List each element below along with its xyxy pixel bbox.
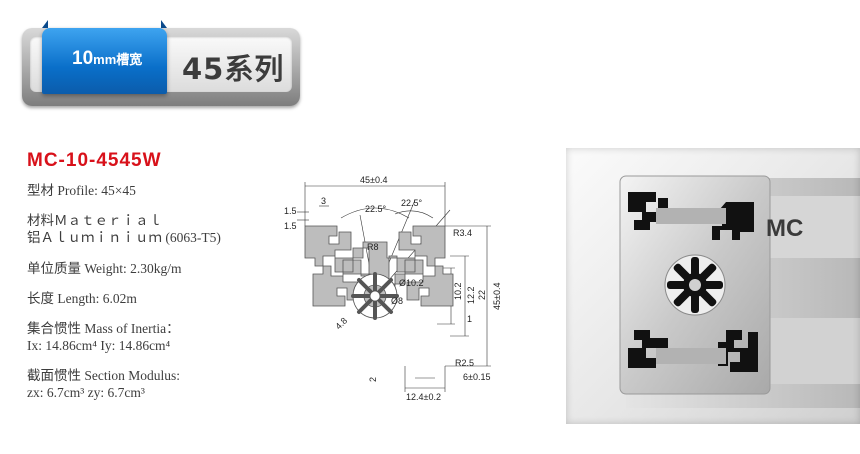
dim-12-2: 12.2 [466, 286, 476, 304]
profile-cross-section-drawing: 45±0.4 1.5 1.5 3 22.5° 22.5° R3.4 R8 Ø10… [284, 175, 502, 402]
aluminium-profile-illustration: MC [619, 175, 860, 408]
dim-angle-b: 22.5° [401, 198, 423, 208]
spec-aluminium: 铝Ａｌｕｍｉｎｉｕｍ (6063-T5) [27, 230, 221, 245]
dim-phi10-2: Ø10.2 [399, 278, 424, 288]
dim-12-4: 12.4±0.2 [406, 392, 441, 402]
slot-width-value: 10 [72, 48, 94, 69]
model-number: MC-10-4545W [27, 150, 162, 171]
dim-1: 1 [467, 314, 472, 324]
spec-length: 长度 Length: 6.02m [27, 291, 137, 306]
dim-phi8: Ø8 [391, 296, 403, 306]
slot-width-tab: 10mm槽宽 [42, 28, 167, 94]
spec-inertia-values: Ix: 14.86cm⁴ Iy: 14.86cm⁴ [27, 338, 171, 353]
spec-material: 材料Ｍａｔｅｒｉａｌ [27, 213, 162, 228]
tab-fold-right [161, 20, 167, 28]
brand-mark: MC [766, 215, 803, 242]
spec-modulus-label: 截面惯性 Section Modulus: [27, 368, 181, 383]
dim-r8: R8 [367, 242, 379, 252]
photo-frame [566, 148, 860, 424]
dim-1-5-bottom: 1.5 [284, 221, 297, 231]
spec-profile: 型材 Profile: 45×45 [27, 183, 136, 198]
tab-fold-left [42, 20, 48, 28]
slot-width-label: 10mm槽宽 [72, 48, 142, 70]
dim-angle-a: 22.5° [365, 204, 387, 214]
dim-width-total: 45±0.4 [360, 175, 387, 185]
series-title: 45系列 [182, 52, 285, 86]
dim-4-8: 4.8 [333, 315, 349, 331]
dim-2: 2 [368, 377, 378, 382]
slot-width-unit: mm槽宽 [93, 52, 143, 67]
dim-1-5-top: 1.5 [284, 206, 297, 216]
dim-height-total: 45±0.4 [492, 283, 502, 310]
dim-r3-4: R3.4 [453, 228, 472, 238]
dim-22: 22 [477, 290, 487, 300]
dim-10-2: 10.2 [453, 282, 463, 300]
dim-3: 3 [321, 196, 326, 206]
dim-r2-5: R2.5 [455, 358, 474, 368]
product-photo: MC [566, 148, 860, 424]
spec-modulus-values: zx: 6.7cm³ zy: 6.7cm³ [27, 385, 145, 400]
spec-weight: 单位质量 Weight: 2.30kg/m [27, 261, 182, 276]
series-banner: 10mm槽宽 45系列 [22, 20, 300, 108]
spec-inertia-label: 集合惯性 Mass of Inertia： [27, 321, 180, 336]
dim-6: 6±0.15 [463, 372, 490, 382]
